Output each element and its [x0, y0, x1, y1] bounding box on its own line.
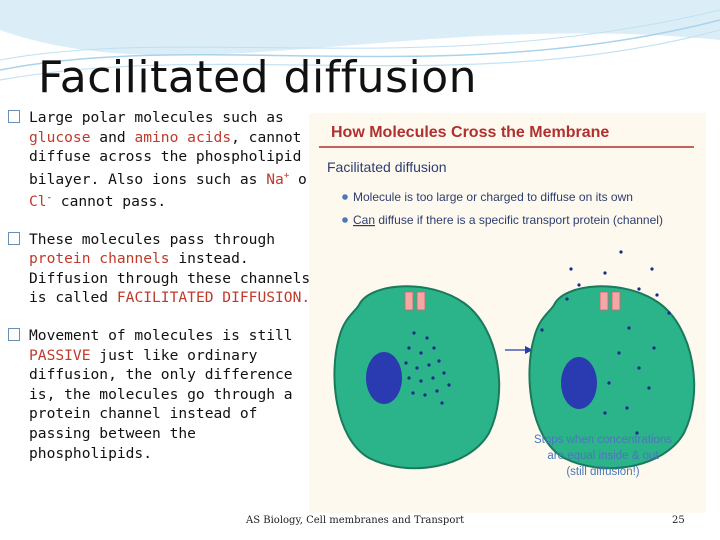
square-bullet-icon [8, 328, 20, 342]
diagram-svg: How Molecules Cross the Membrane Facilit… [319, 124, 696, 478]
ion-sodium: Na [266, 170, 284, 188]
channel-protein-right [611, 291, 621, 311]
channel-protein-right [599, 291, 609, 311]
bullet-text: and [90, 128, 135, 146]
highlight-glucose: glucose [29, 128, 91, 146]
diagram-figure: How Molecules Cross the Membrane Facilit… [309, 113, 706, 513]
highlight-amino-acids: amino acids [134, 128, 232, 146]
square-bullet-icon [8, 231, 20, 245]
slide-footer: AS Biology, Cell membranes and Transport [246, 515, 465, 526]
arrow-head-icon [525, 346, 533, 354]
molecules-inside-right [603, 326, 656, 435]
bullet-dot-icon [342, 194, 348, 200]
caption-line-1: Stops when concentrations [534, 434, 672, 446]
bullet-text: just like ordinary diffusion, the only d… [29, 346, 293, 462]
highlight-passive: PASSIVE [29, 346, 91, 364]
channel-protein-left [416, 291, 426, 311]
bullet-text: Movement of molecules is still [29, 327, 293, 345]
bullet-text: These molecules pass through [29, 230, 276, 248]
ion-charge: - [46, 193, 52, 204]
bullet-2: These molecules pass through protein cha… [8, 230, 318, 308]
nucleus-right [561, 357, 597, 409]
figure-point-2: Can diffuse if there is a specific trans… [353, 213, 663, 227]
caption-line-3: (still diffusion!) [566, 466, 639, 478]
figure-subheading: Facilitated diffusion [327, 159, 447, 175]
ion-chloride: Cl [29, 193, 47, 211]
molecules-inside-left [404, 331, 451, 405]
bullet-text: cannot pass. [52, 193, 167, 211]
header-wave-decoration [0, 0, 720, 81]
highlight-facilitated-diffusion: FACILITATED DIFFUSION. [116, 289, 311, 307]
bullet-1: Large polar molecules such as glucose an… [8, 108, 318, 212]
point-2-emphasis: Can [353, 213, 375, 227]
page-number: 25 [672, 515, 685, 526]
figure-heading: How Molecules Cross the Membrane [331, 124, 609, 141]
square-bullet-icon [8, 110, 20, 123]
bullet-dot-icon [342, 217, 348, 223]
bullet-text: , cannot diffuse across the phospholipid… [29, 128, 302, 188]
bullet-text: instead. Diffusion through these channel… [29, 250, 311, 307]
caption-line-2: are equal inside & out [547, 450, 659, 462]
bullet-list: Large polar molecules such as glucose an… [8, 108, 318, 481]
highlight-protein-channels: protein channels [29, 250, 170, 268]
point-2-text: diffuse if there is a specific transport… [375, 213, 663, 227]
cell-right [528, 285, 696, 470]
molecules-outside [540, 250, 671, 332]
ion-charge: + [283, 170, 290, 181]
bullet-3: Movement of molecules is still PASSIVE j… [8, 326, 318, 463]
slide-title: Facilitated diffusion [38, 52, 478, 103]
channel-protein-left [404, 291, 414, 311]
nucleus-left [366, 352, 402, 404]
bullet-text: Large polar molecules such as [29, 109, 284, 126]
figure-point-1: Molecule is too large or charged to diff… [353, 190, 633, 204]
cell-left [333, 285, 501, 470]
